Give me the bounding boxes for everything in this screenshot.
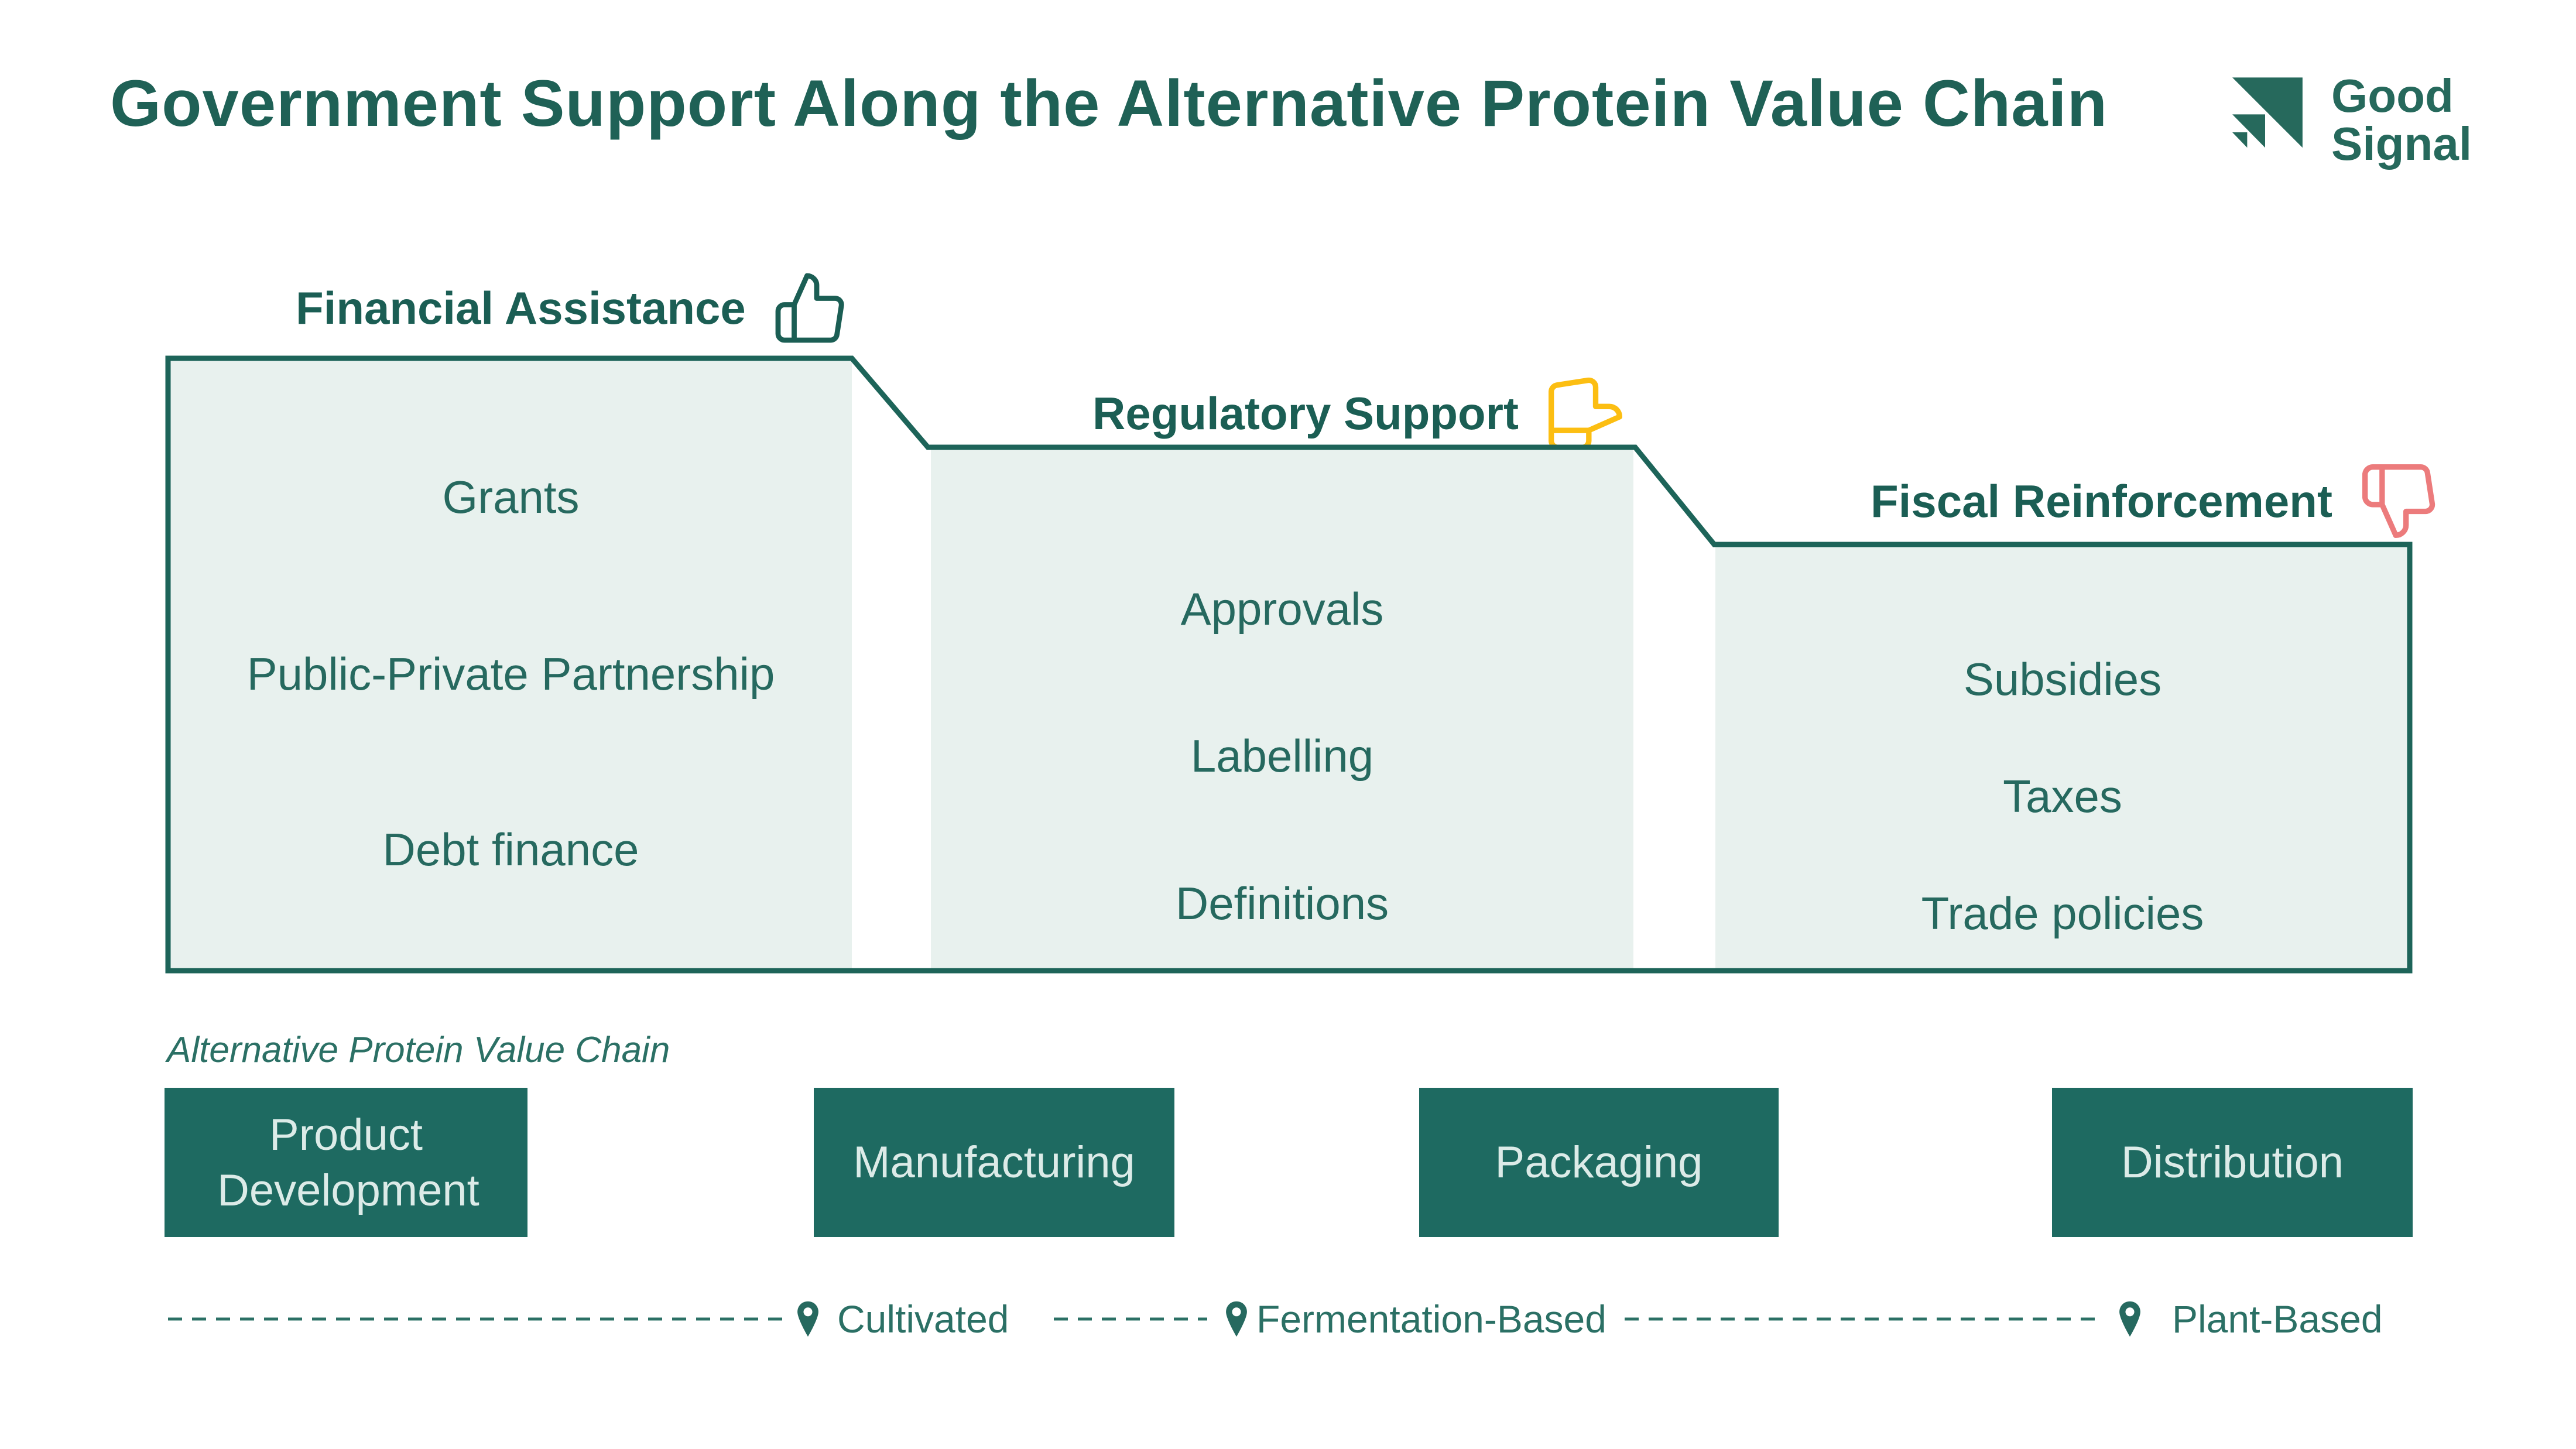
- financial-item-debt: Debt finance: [382, 824, 639, 875]
- chain-stage-packaging: Packaging: [1419, 1088, 1779, 1237]
- logo-word-line1: Good: [2331, 70, 2454, 122]
- regulatory-item-approvals: Approvals: [1180, 583, 1384, 635]
- chain-stage-label: Product Development: [217, 1109, 479, 1215]
- page-title: Government Support Along the Alternative…: [110, 67, 2108, 140]
- chain-stage-label: Distribution: [2121, 1138, 2344, 1187]
- chain-stage-distribution: Distribution: [2052, 1088, 2413, 1237]
- logo-wordmark: Good Signal: [2331, 72, 2472, 167]
- section-heading-regulatory: Regulatory Support: [1092, 366, 1626, 460]
- thumbs-up-icon: [775, 273, 844, 343]
- chain-stage-product-development: Product Development: [165, 1088, 527, 1237]
- financial-item-grants: Grants: [442, 471, 580, 523]
- chain-stage-label: Packaging: [1495, 1138, 1703, 1187]
- fiscal-item-subsidies: Subsidies: [1963, 653, 2162, 705]
- fiscal-reinforcement-label: Fiscal Reinforcement: [1871, 475, 2332, 527]
- protein-type-cultivated: Cultivated: [837, 1297, 1009, 1341]
- location-pin-icon: [797, 1301, 818, 1337]
- regulatory-support-label: Regulatory Support: [1092, 387, 1519, 439]
- value-chain-caption: Alternative Protein Value Chain: [167, 1030, 670, 1070]
- chain-stage-label: Manufacturing: [853, 1138, 1135, 1187]
- regulatory-item-labelling: Labelling: [1190, 730, 1374, 782]
- financial-assistance-label: Financial Assistance: [296, 282, 746, 334]
- financial-box-fill: [170, 361, 852, 971]
- logo-word-line2: Signal: [2331, 117, 2472, 170]
- good-signal-logo: Good Signal: [2228, 71, 2556, 176]
- regulatory-box-fill: [931, 450, 1633, 971]
- section-heading-fiscal: Fiscal Reinforcement: [1871, 454, 2440, 548]
- fiscal-item-trade: Trade policies: [1921, 888, 2204, 939]
- fiscal-box-fill: [1715, 547, 2410, 971]
- thumbs-down-icon: [2362, 464, 2435, 538]
- section-heading-financial: Financial Assistance: [296, 261, 849, 355]
- financial-item-ppp: Public-Private Partnership: [246, 648, 775, 700]
- protein-type-plant-based: Plant-Based: [2172, 1297, 2383, 1341]
- good-signal-logo-icon: [2232, 77, 2303, 148]
- staircase-border: [165, 355, 2413, 974]
- location-pin-icon: [1226, 1301, 1247, 1337]
- chain-stage-manufacturing: Manufacturing: [814, 1088, 1174, 1237]
- location-pin-icon: [2119, 1301, 2140, 1337]
- regulatory-item-definitions: Definitions: [1175, 878, 1389, 929]
- protein-type-fermentation: Fermentation-Based: [1256, 1297, 1606, 1341]
- fiscal-item-taxes: Taxes: [2003, 770, 2122, 822]
